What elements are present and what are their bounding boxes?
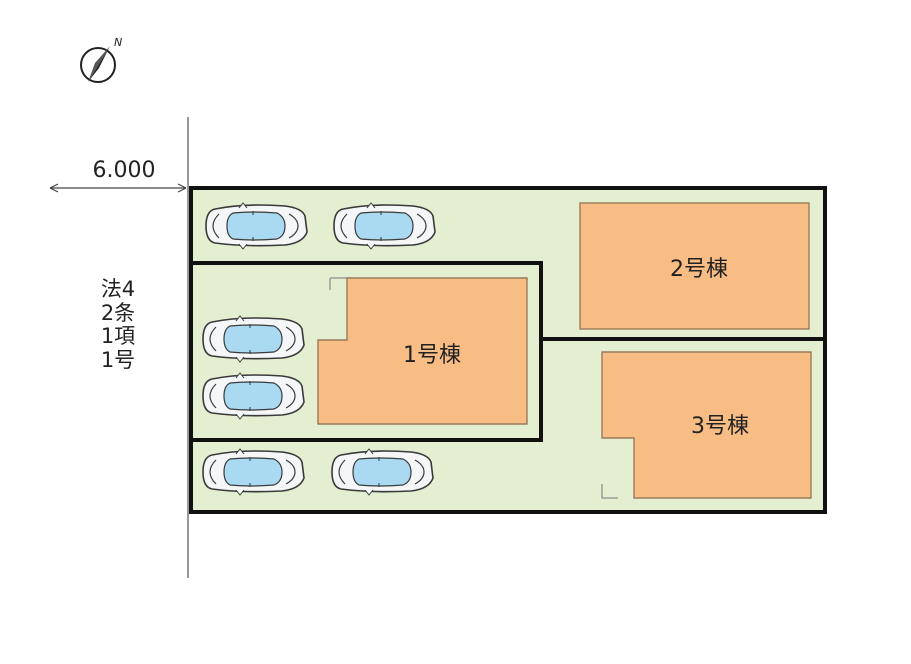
compass-north-label: N [114, 36, 122, 49]
building-3-label: 3号棟 [691, 414, 749, 439]
car-icon [202, 372, 305, 420]
building-1-label: 1号棟 [403, 343, 461, 368]
building-3[interactable]: 3号棟 [601, 351, 812, 499]
building-2[interactable]: 2号棟 [579, 202, 810, 330]
road-designation-label: 法42条1項1号 [100, 277, 136, 372]
car-icon [202, 448, 305, 496]
car-icon [205, 202, 308, 250]
building-1[interactable]: 1号棟 [317, 277, 528, 425]
building-2-label: 2号棟 [670, 257, 728, 282]
car-icon [202, 315, 305, 363]
road-width-dimension: 6.000 [49, 158, 187, 193]
road-width-label: 6.000 [93, 158, 156, 183]
compass-north-icon: N [80, 36, 122, 83]
lot-division-lines [191, 261, 825, 442]
car-icon [331, 448, 434, 496]
car-icon [333, 202, 436, 250]
